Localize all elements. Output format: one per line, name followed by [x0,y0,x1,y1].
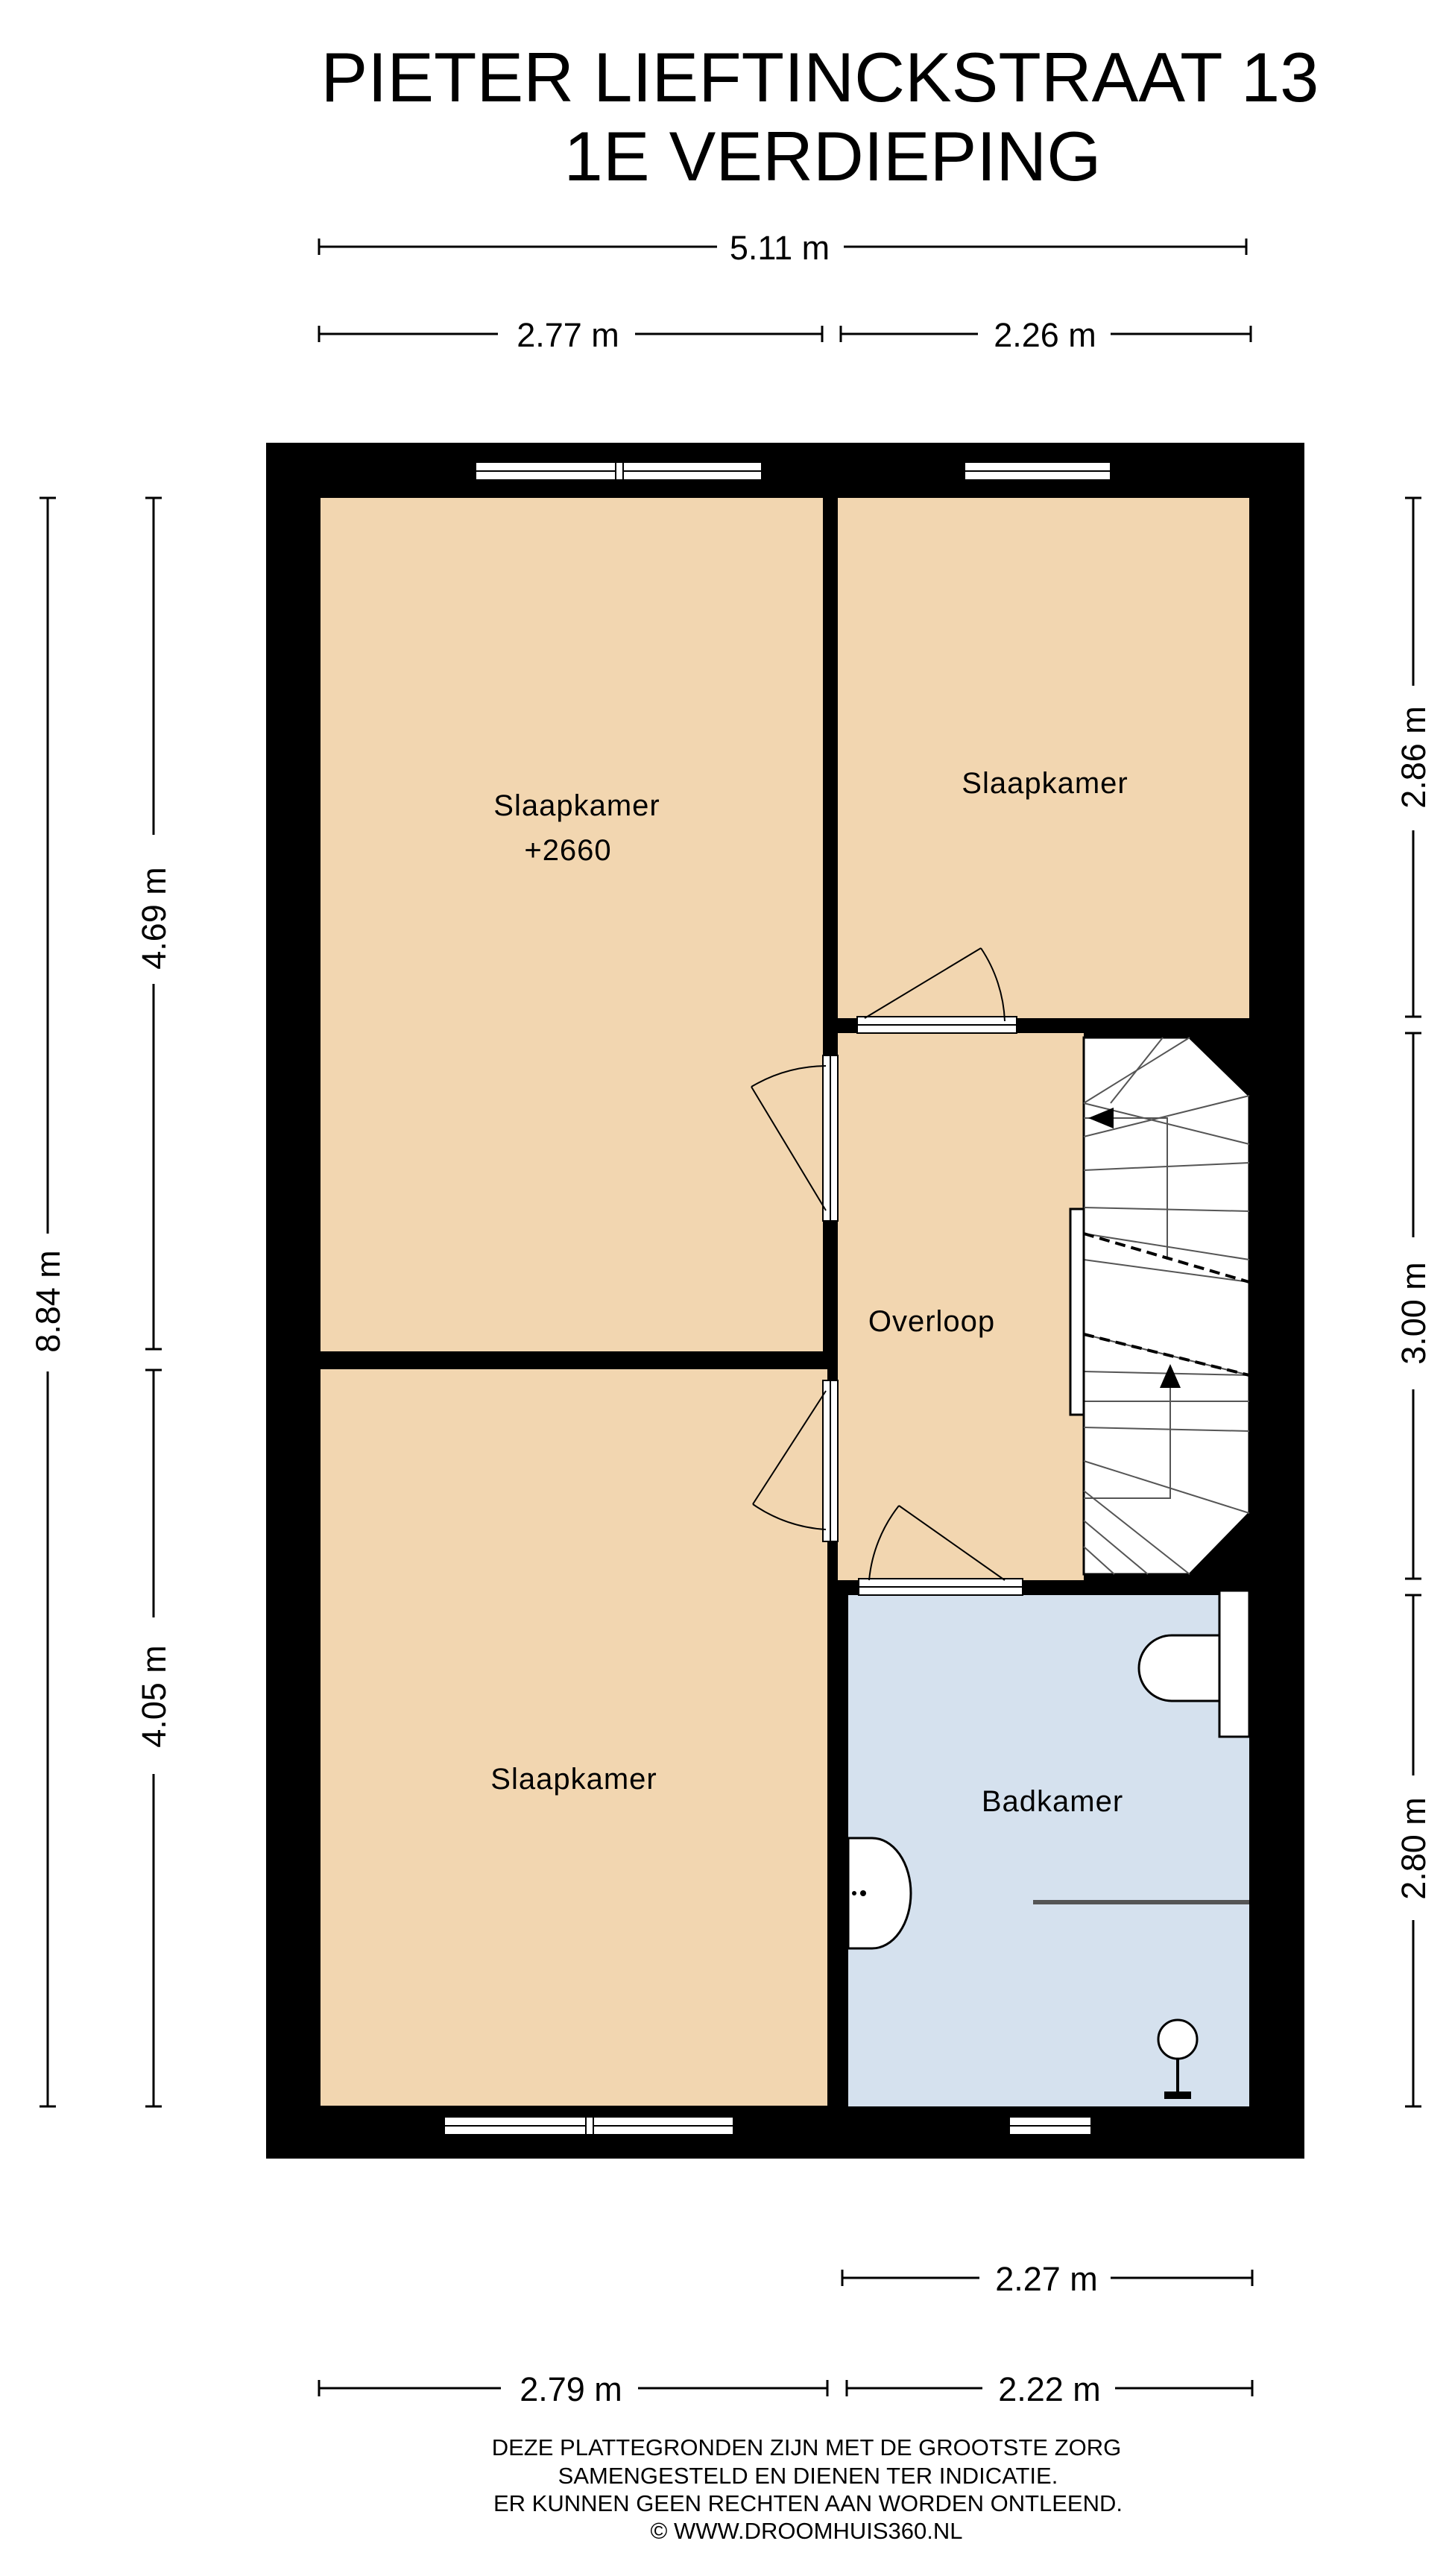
door-bedroom-lower [752,1380,839,1542]
door-bathroom [858,1505,1023,1596]
room-label-bathroom: Badkamer [982,1785,1123,1818]
title-address: PIETER LIEFTINCKSTRAAT 13 [321,38,1319,116]
staircase [1069,1036,1251,1576]
dimension-bottom-left [318,2380,829,2396]
sink-icon [847,1837,912,1950]
stair-arrow-left-icon [1088,1108,1114,1128]
dimension-top-total [318,239,1248,255]
window-bottom-left [443,2116,734,2135]
dimension-top-right [839,326,1252,342]
footer-line-3: ER KUNNEN GEEN RECHTEN AAN WORDEN ONTLEE… [493,2490,1123,2516]
dimension-left-lower-label: 4.05 m [135,1645,173,1748]
footer-line-2: SAMENGESTELD EN DIENEN TER INDICATIE. [558,2463,1058,2489]
dimension-right-middle-label: 3.00 m [1395,1262,1433,1365]
room-label-bedroom-lower: Slaapkamer [490,1763,657,1796]
room-bedroom-small [838,498,1249,1018]
dimension-right-middle [1405,1032,1421,1580]
dimension-top-left [318,326,824,342]
dimension-top-total-label: 5.11 m [730,229,830,267]
room-label-landing: Overloop [868,1305,995,1338]
window-bottom-right [1008,2116,1092,2135]
dimension-right-lower-label: 2.80 m [1395,1797,1433,1900]
window-top-left [475,461,763,481]
dimension-right-upper [1405,496,1421,1018]
window-top-right [964,461,1111,481]
door-bedroom-main [751,1055,839,1222]
room-level-bedroom-main: +2660 [524,834,611,867]
dimension-left-lower [145,1368,162,2108]
footer-line-1: DEZE PLATTEGRONDEN ZIJN MET DE GROOTSTE … [492,2434,1122,2460]
footer-line-4: © WWW.DROOMHUIS360.NL [651,2518,963,2544]
dimension-bottom-right-label: 2.22 m [998,2370,1101,2408]
dimension-bottom-right [845,2380,1254,2396]
dimension-right-upper-label: 2.86 m [1395,706,1433,809]
stair-arrow-up-icon [1160,1364,1181,1388]
dimension-bottom-left-label: 2.79 m [520,2370,622,2408]
dimension-left-upper-label: 4.69 m [135,867,173,970]
shower-head-icon [1157,2018,1199,2099]
room-bedroom-main [321,498,823,1351]
toilet-icon [1137,1589,1251,1738]
room-label-bedroom-small: Slaapkamer [962,767,1128,800]
dimension-bottom-upper [841,2270,1254,2286]
dimension-top-right-label: 2.26 m [994,316,1096,354]
dimension-top-left-label: 2.77 m [517,316,619,354]
dimension-left-total-label: 8.84 m [29,1250,67,1353]
room-landing [838,1033,1084,1580]
room-bedroom-lower [321,1369,827,2106]
title-floor: 1E VERDIEPING [564,117,1102,195]
dimension-left-total [40,496,56,2108]
door-bedroom-small [856,947,1017,1034]
dimension-left-upper [145,496,162,1351]
room-label-bedroom-main: Slaapkamer [493,789,660,822]
dimension-bottom-upper-label: 2.27 m [995,2260,1098,2298]
dimension-right-lower [1405,1594,1421,2108]
